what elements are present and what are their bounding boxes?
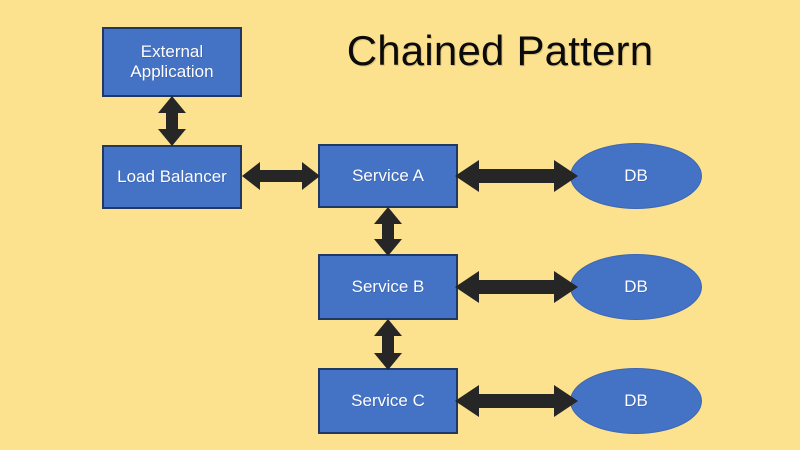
diagram-title: Chained Pattern <box>346 27 654 74</box>
node-external-application-line1: External <box>140 41 204 61</box>
node-load-balancer-label: Load Balancer <box>117 166 227 186</box>
node-external-application-label: External Application <box>126 42 217 82</box>
node-db-a-label: DB <box>624 165 648 185</box>
node-db-a[interactable]: DB <box>570 143 702 209</box>
arrow-service-a-db-a <box>455 158 578 194</box>
arrow-external-application-load-balancer <box>156 96 188 146</box>
node-service-c-label: Service C <box>351 390 425 410</box>
arrow-service-b-service-c <box>372 319 404 370</box>
node-db-b-label: DB <box>624 276 648 296</box>
node-service-a[interactable]: Service A <box>318 144 458 208</box>
node-external-application-line2: Application <box>130 62 214 81</box>
node-db-c-label: DB <box>624 390 648 410</box>
node-service-b-label: Service B <box>351 276 425 296</box>
node-service-c[interactable]: Service C <box>318 368 458 434</box>
node-service-b[interactable]: Service B <box>318 254 458 320</box>
node-db-c[interactable]: DB <box>570 368 702 434</box>
arrow-load-balancer-service-a <box>242 160 320 192</box>
node-load-balancer[interactable]: Load Balancer <box>102 145 242 209</box>
node-db-b[interactable]: DB <box>570 254 702 320</box>
node-service-a-label: Service A <box>352 165 424 185</box>
arrow-service-b-db-b <box>455 269 578 305</box>
arrow-service-a-service-b <box>372 207 404 256</box>
arrow-service-c-db-c <box>455 383 578 419</box>
node-external-application[interactable]: External Application <box>102 27 242 97</box>
